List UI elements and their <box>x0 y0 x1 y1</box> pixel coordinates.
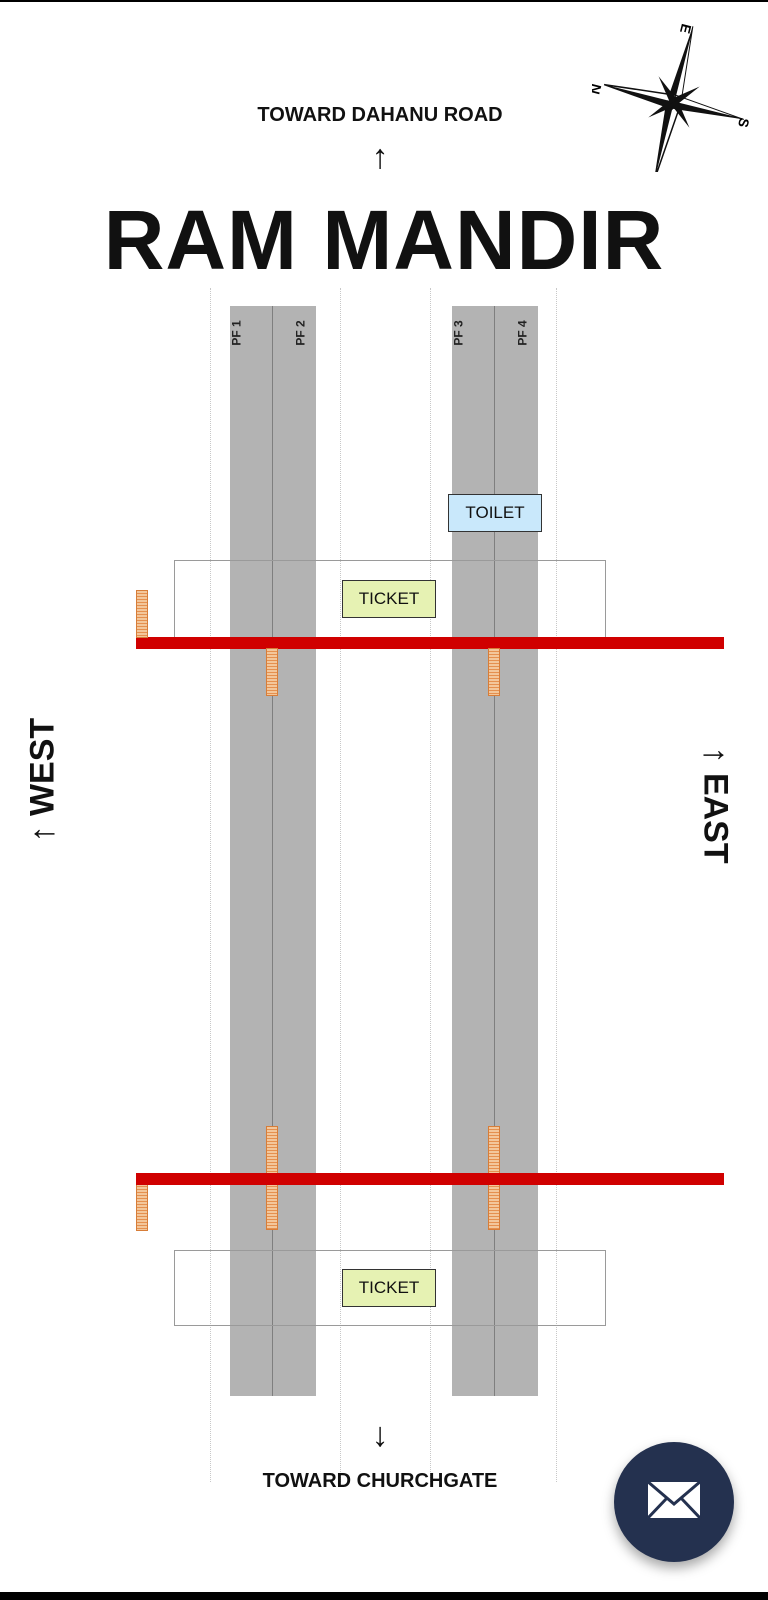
compass-s-label: S <box>735 116 752 129</box>
compass-icon: E S W N <box>587 12 753 191</box>
bottom-border <box>0 1592 768 1600</box>
pf-3-label: PF 3 <box>451 320 466 346</box>
compass-e-label: E <box>677 22 695 35</box>
stairs <box>488 648 500 696</box>
platform-3-4 <box>452 306 538 1396</box>
stairs <box>136 590 148 638</box>
toward-north-label: TOWARD DAHANU ROAD <box>257 104 503 126</box>
envelope-icon <box>645 1479 703 1525</box>
foot-over-bridge-north <box>136 637 724 649</box>
stairs <box>136 1183 148 1231</box>
pf-1-label: PF 1 <box>229 320 244 346</box>
pf-4-label: PF 4 <box>515 320 530 346</box>
ticket-box-south: TICKET <box>342 1269 436 1307</box>
pf-2-label: PF 2 <box>293 320 308 346</box>
ticket-hall-south <box>174 1250 606 1326</box>
guide-line <box>430 288 431 1482</box>
foot-over-bridge-south <box>136 1173 724 1185</box>
stairs <box>266 648 278 696</box>
compass-n-label: N <box>592 82 605 96</box>
guide-line <box>340 288 341 1482</box>
platform-divider <box>494 306 495 1396</box>
east-label: ↑ EAST <box>696 746 735 864</box>
top-border <box>0 0 768 2</box>
south-arrow-icon: ↓ <box>371 1416 389 1454</box>
station-title: RAM MANDIR <box>103 193 665 287</box>
guide-line <box>556 288 557 1482</box>
guide-line <box>210 288 211 1482</box>
toilet-box: TOILET <box>448 494 542 532</box>
platform-divider <box>272 306 273 1396</box>
ticket-box-north: TICKET <box>342 580 436 618</box>
contact-mail-button[interactable] <box>614 1442 734 1562</box>
platform-1-2 <box>230 306 316 1396</box>
toward-south-label: TOWARD CHURCHGATE <box>262 1470 498 1492</box>
north-arrow-icon: ↑ <box>371 138 389 176</box>
west-label: ↑ WEST <box>23 717 62 843</box>
